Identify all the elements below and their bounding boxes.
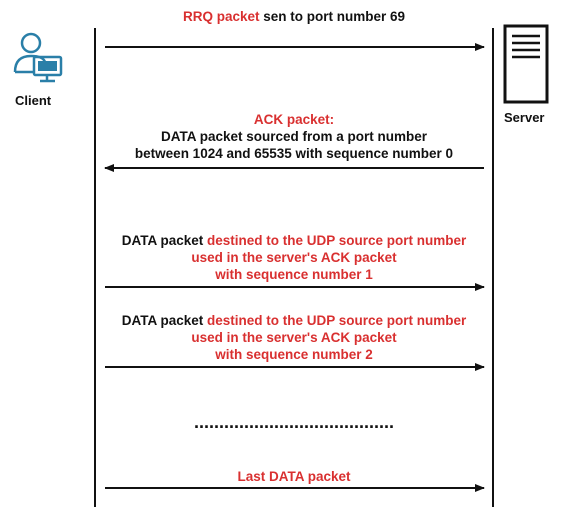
message-1-line-1-run-1: RRQ packet bbox=[182, 9, 260, 24]
message-3-line-1-run-1: DATA packet bbox=[121, 233, 207, 248]
message-5-line-1: Last DATA packet bbox=[95, 468, 493, 485]
client-label: Client bbox=[15, 93, 52, 108]
message-3-line-3: with sequence number 1 bbox=[95, 266, 493, 283]
message-4-line-1-run-2: destined to the UDP source port number bbox=[206, 313, 467, 328]
message-5-line-1-run-1: Last DATA packet bbox=[237, 469, 351, 484]
message-label-3: DATA packet destined to the UDP source p… bbox=[95, 232, 493, 283]
message-3-line-2: used in the server's ACK packet bbox=[95, 249, 493, 266]
message-1-line-1-run-2: sen to port number 69 bbox=[259, 9, 406, 24]
message-label-5: Last DATA packet bbox=[95, 468, 493, 485]
message-4-line-3: with sequence number 2 bbox=[95, 346, 493, 363]
message-3-line-1-run-2: destined to the UDP source port number bbox=[206, 233, 467, 248]
message-2-line-2-run-1: DATA packet sourced from a port number bbox=[160, 129, 428, 144]
message-label-4: DATA packet destined to the UDP source p… bbox=[95, 312, 493, 363]
message-4-line-1: DATA packet destined to the UDP source p… bbox=[95, 312, 493, 329]
message-4-line-1-run-1: DATA packet bbox=[121, 313, 207, 328]
server-label: Server bbox=[504, 110, 545, 125]
ellipsis-dots: ........................................ bbox=[193, 412, 395, 432]
message-4-line-2: used in the server's ACK packet bbox=[95, 329, 493, 346]
message-2-line-1-run-1: ACK packet: bbox=[253, 112, 335, 127]
message-label-2: ACK packet: DATA packet sourced from a p… bbox=[95, 111, 493, 162]
message-3-line-2-run-1: used in the server's ACK packet bbox=[191, 250, 397, 265]
message-2-line-1: ACK packet: bbox=[95, 111, 493, 128]
message-4-line-2-run-1: used in the server's ACK packet bbox=[191, 330, 397, 345]
server-tower-icon bbox=[503, 24, 549, 104]
user-at-computer-icon bbox=[13, 32, 63, 83]
message-2-line-2: DATA packet sourced from a port number bbox=[95, 128, 493, 145]
message-2-line-3: between 1024 and 65535 with sequence num… bbox=[95, 145, 493, 162]
message-2-line-3-run-1: between 1024 and 65535 with sequence num… bbox=[134, 146, 454, 161]
message-3-line-3-run-1: with sequence number 1 bbox=[215, 267, 373, 282]
message-label-1: RRQ packet sen to port number 69 bbox=[95, 8, 493, 25]
message-3-line-1: DATA packet destined to the UDP source p… bbox=[95, 232, 493, 249]
message-4-line-3-run-1: with sequence number 2 bbox=[215, 347, 373, 362]
message-1-line-1: RRQ packet sen to port number 69 bbox=[95, 8, 493, 25]
